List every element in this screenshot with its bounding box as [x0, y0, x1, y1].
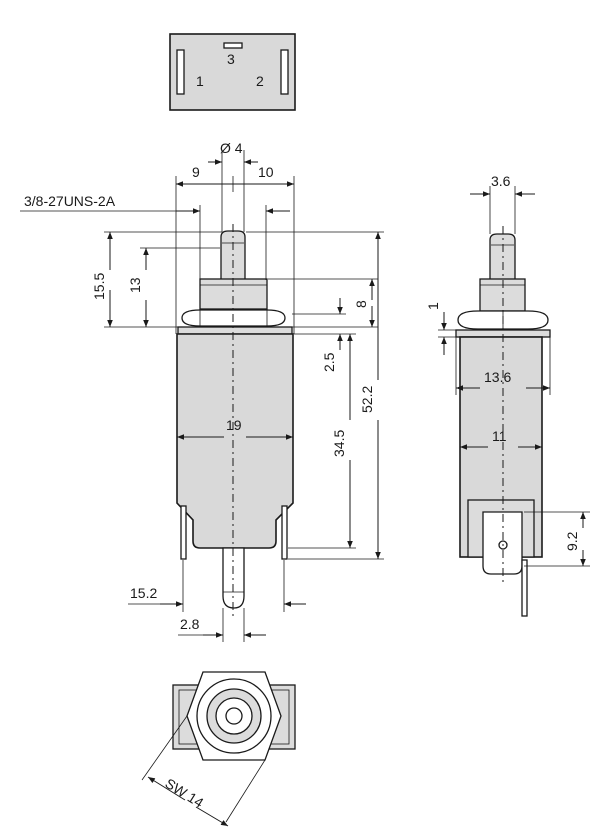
- terminal-1-slot: [176, 49, 185, 95]
- width-15-2-label: 15.2: [130, 585, 157, 601]
- height-13-label: 13: [127, 277, 143, 293]
- width-10-label: 10: [258, 164, 274, 180]
- terminal-3-slot: [223, 42, 243, 49]
- width-3-6-label: 3.6: [491, 173, 511, 189]
- housing-body: [176, 333, 294, 549]
- diameter-label: Ø 4: [220, 140, 243, 156]
- width-11-label: 11: [492, 428, 507, 444]
- height-9-2-label: 9.2: [564, 531, 580, 551]
- height-34-5-label: 34.5: [331, 430, 347, 457]
- width-9-label: 9: [192, 164, 200, 180]
- height-52-2-label: 52.2: [359, 386, 375, 413]
- terminal-2-slot: [280, 49, 289, 95]
- height-8-label: 8: [353, 300, 369, 308]
- width-2-8-label: 2.8: [180, 616, 200, 632]
- front-dimensions: Ø 4 9 10 3/8-27UNS-2A 15.5 13 8: [20, 140, 384, 642]
- pin-2-label: 2: [256, 73, 264, 89]
- side-view: [455, 226, 551, 617]
- front-view: [176, 224, 294, 620]
- top-view: 3 1 2: [169, 33, 296, 111]
- height-1-label: 1: [425, 302, 441, 310]
- side-dimensions: 3.6 1 13.6 11 9.2: [425, 173, 590, 567]
- wrench-size-label: SW 14: [162, 775, 206, 811]
- height-15-5-label: 15.5: [91, 273, 107, 300]
- height-2-5-label: 2.5: [321, 352, 337, 372]
- width-19-label: 19: [226, 417, 242, 433]
- bottom-view: SW 14: [141, 671, 296, 827]
- pin-1-label: 1: [196, 73, 204, 89]
- terminal-right: [281, 505, 288, 560]
- terminal-left: [180, 505, 187, 560]
- thread-label: 3/8-27UNS-2A: [24, 193, 116, 209]
- width-13-6-label: 13.6: [484, 369, 511, 385]
- pin-3-label: 3: [227, 51, 235, 67]
